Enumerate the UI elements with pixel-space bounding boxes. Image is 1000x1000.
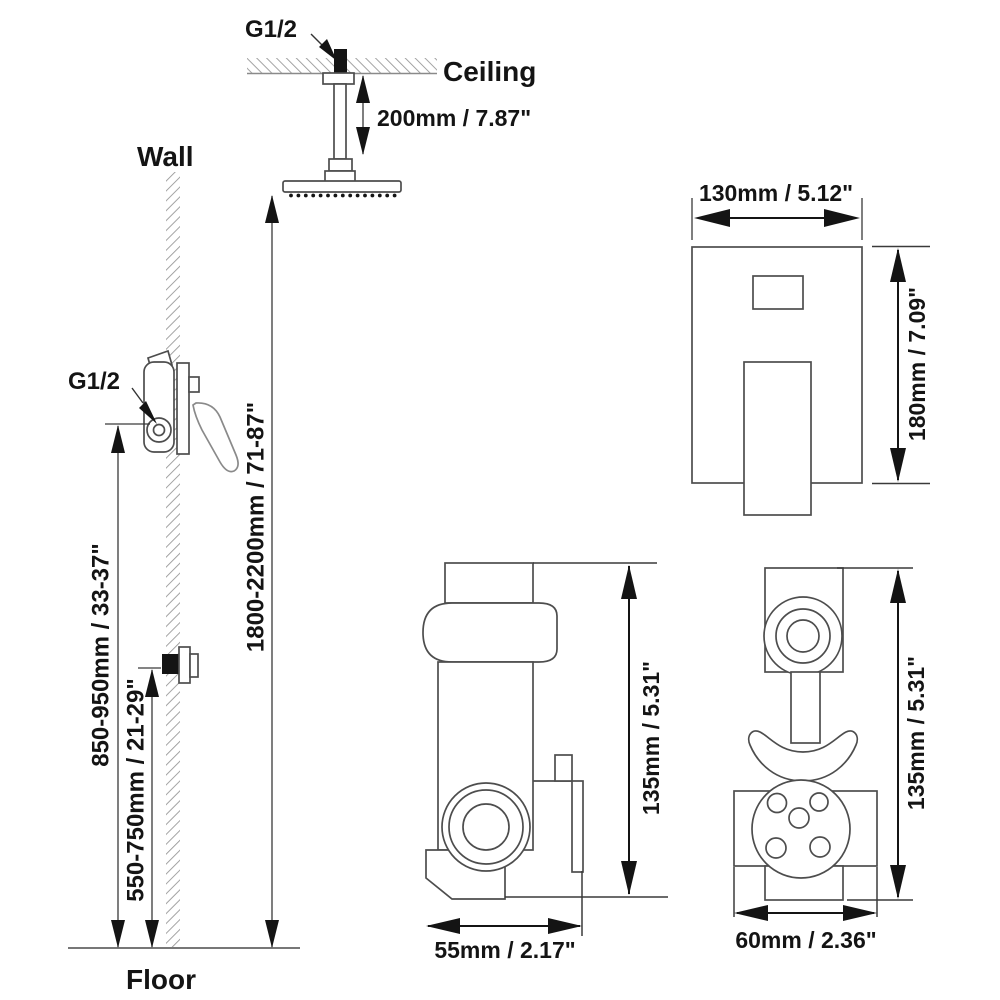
valve-lever [192, 402, 239, 473]
dim-label-head-height: 1800-2200mm / 71-87" [243, 402, 270, 652]
cartridge-stem [786, 619, 820, 653]
mixer-valve-assembly [131, 349, 239, 473]
water-outlet [162, 646, 199, 684]
valve-thread-label: G1/2 [68, 368, 120, 395]
dim-label-plate-width: 130mm / 5.12" [699, 180, 853, 206]
floor-label: Floor [126, 964, 196, 995]
arrowhead-down [145, 920, 159, 948]
arrowhead-down [265, 920, 279, 948]
dim-label-front-height: 135mm / 5.31" [903, 656, 929, 810]
valve-body-front-view [733, 567, 878, 901]
arrowhead-right [548, 918, 582, 934]
diverter-window [752, 275, 804, 310]
arrowhead-up [890, 569, 906, 603]
arrowhead-left [426, 918, 460, 934]
ceiling-thread-label: G1/2 [245, 16, 297, 43]
arrowhead-left [734, 905, 768, 921]
arrowhead-right [843, 905, 877, 921]
arrowhead-up [265, 195, 279, 223]
arrowhead-up [145, 669, 159, 697]
arrowhead-down [890, 865, 906, 899]
dimension-water-outlet-height: 550-750mm / 21-29" [123, 667, 161, 948]
port-hole [788, 807, 810, 829]
arrowhead-left [694, 209, 730, 227]
dimension-valve-side-width: 55mm / 2.17" [426, 871, 583, 963]
wall-structure [166, 172, 180, 948]
port-hole [766, 792, 788, 814]
arrowhead-up [356, 75, 370, 103]
dim-label-side-width: 55mm / 2.17" [434, 937, 575, 963]
outlet-port [462, 803, 510, 851]
arrowhead-up [890, 248, 906, 282]
dimension-valve-side-height: 135mm / 5.31" [505, 562, 668, 898]
port-hole [765, 837, 787, 859]
dim-label-valve-height: 850-950mm / 33-37" [88, 543, 115, 767]
valve-body-side-view [422, 562, 584, 900]
plate-edge-profile [571, 780, 584, 873]
dimension-valve-front-height: 135mm / 5.31" [837, 567, 929, 901]
arrowhead-down [111, 920, 125, 948]
leader-arrowhead [139, 401, 157, 424]
valve-plate-edge [176, 362, 190, 455]
ceiling-connector [310, 33, 347, 75]
dimension-plate-width: 130mm / 5.12" [691, 180, 863, 240]
port-hole [809, 836, 831, 858]
arrowhead-right [824, 209, 860, 227]
dim-label-outlet-height: 550-750mm / 21-29" [123, 678, 150, 902]
dimension-shower-arm-length: 200mm / 7.87" [356, 75, 531, 155]
shower-head [282, 180, 402, 193]
dim-label-front-width: 60mm / 2.36" [735, 927, 876, 953]
dim-label-plate-height: 180mm / 7.09" [904, 287, 930, 441]
dim-label-arm: 200mm / 7.87" [377, 105, 531, 131]
dimension-plate-height: 180mm / 7.09" [872, 245, 930, 485]
arrowhead-up [621, 565, 637, 599]
ceiling-label: Ceiling [443, 56, 536, 87]
mixer-handle [743, 361, 812, 516]
shower-arm-assembly [282, 72, 402, 193]
dim-label-side-height: 135mm / 5.31" [638, 661, 664, 815]
dimension-mixer-valve-height: 850-950mm / 33-37" [88, 423, 150, 948]
dimension-valve-front-width: 60mm / 2.36" [733, 867, 878, 953]
leader-arrowhead [319, 39, 337, 61]
arrowhead-up [111, 425, 125, 453]
arrowhead-down [890, 448, 906, 482]
arrowhead-down [621, 861, 637, 895]
shower-head-nozzles [289, 193, 397, 198]
connection-hub [751, 779, 851, 879]
dimension-shower-head-height: 1800-2200mm / 71-87" [243, 195, 279, 948]
port-hole [809, 792, 829, 812]
cartridge-housing [422, 602, 558, 663]
arrowhead-down [356, 127, 370, 155]
wall-label: Wall [137, 141, 194, 172]
trim-plate-front-view [691, 246, 863, 516]
